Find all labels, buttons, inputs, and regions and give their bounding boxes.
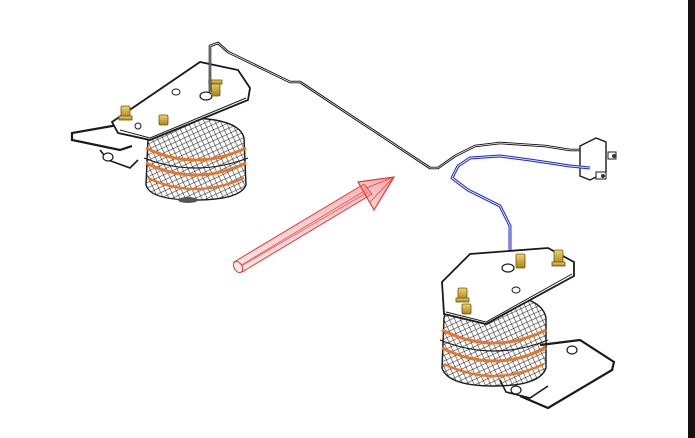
right-upper-plate bbox=[441, 247, 575, 325]
main-air-line bbox=[208, 41, 588, 170]
right-edge-bar bbox=[688, 0, 695, 438]
brass-fitting-icon bbox=[455, 287, 470, 303]
right-wire-bracket bbox=[519, 338, 616, 410]
brass-fitting-icon bbox=[158, 114, 169, 126]
direction-arrow-icon bbox=[232, 176, 396, 274]
branch-air-line bbox=[450, 154, 591, 262]
right-air-spring-assembly bbox=[439, 247, 616, 410]
brass-fitting-icon bbox=[551, 249, 566, 267]
left-wire-bracket bbox=[70, 123, 133, 152]
brass-fitting-icon bbox=[461, 303, 472, 315]
brass-fitting-icon bbox=[118, 105, 133, 121]
left-air-spring-assembly bbox=[70, 61, 251, 203]
air-valve-icon bbox=[579, 137, 617, 181]
left-bellows bbox=[143, 117, 249, 203]
brass-fitting-icon bbox=[515, 253, 526, 269]
